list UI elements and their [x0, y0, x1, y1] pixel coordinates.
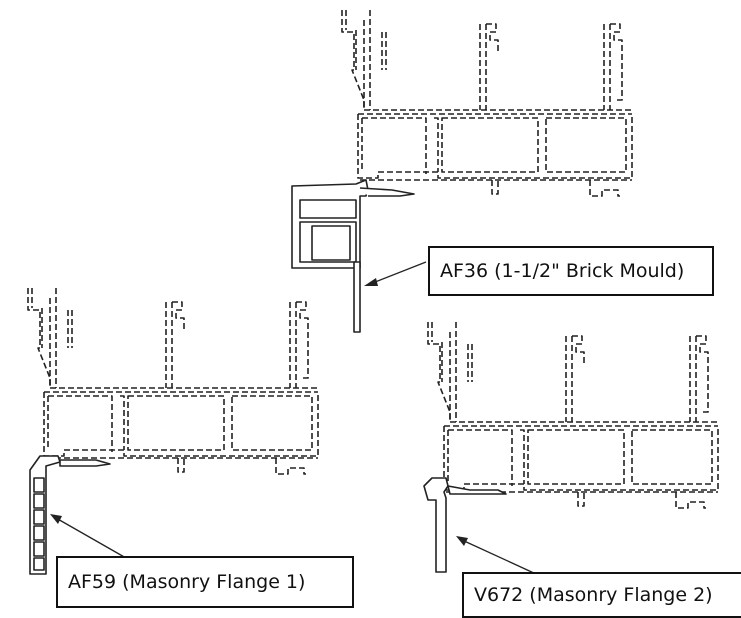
- frame-section-top: [341, 9, 633, 197]
- af59-masonry-flange-profile: [29, 455, 111, 575]
- v672-masonry-flange-profile: [423, 477, 507, 573]
- frame-section-left: [27, 287, 319, 475]
- af36-label: AF36 (1-1/2" Brick Mould): [428, 246, 714, 296]
- af36-brick-mould-profile: [291, 179, 415, 333]
- leader-af36: [364, 261, 427, 286]
- frame-section-right: [427, 321, 719, 509]
- leader-v672: [456, 536, 537, 575]
- af59-label: AF59 (Masonry Flange 1): [56, 556, 354, 608]
- v672-label: V672 (Masonry Flange 2): [462, 572, 741, 618]
- leader-af59: [50, 514, 127, 559]
